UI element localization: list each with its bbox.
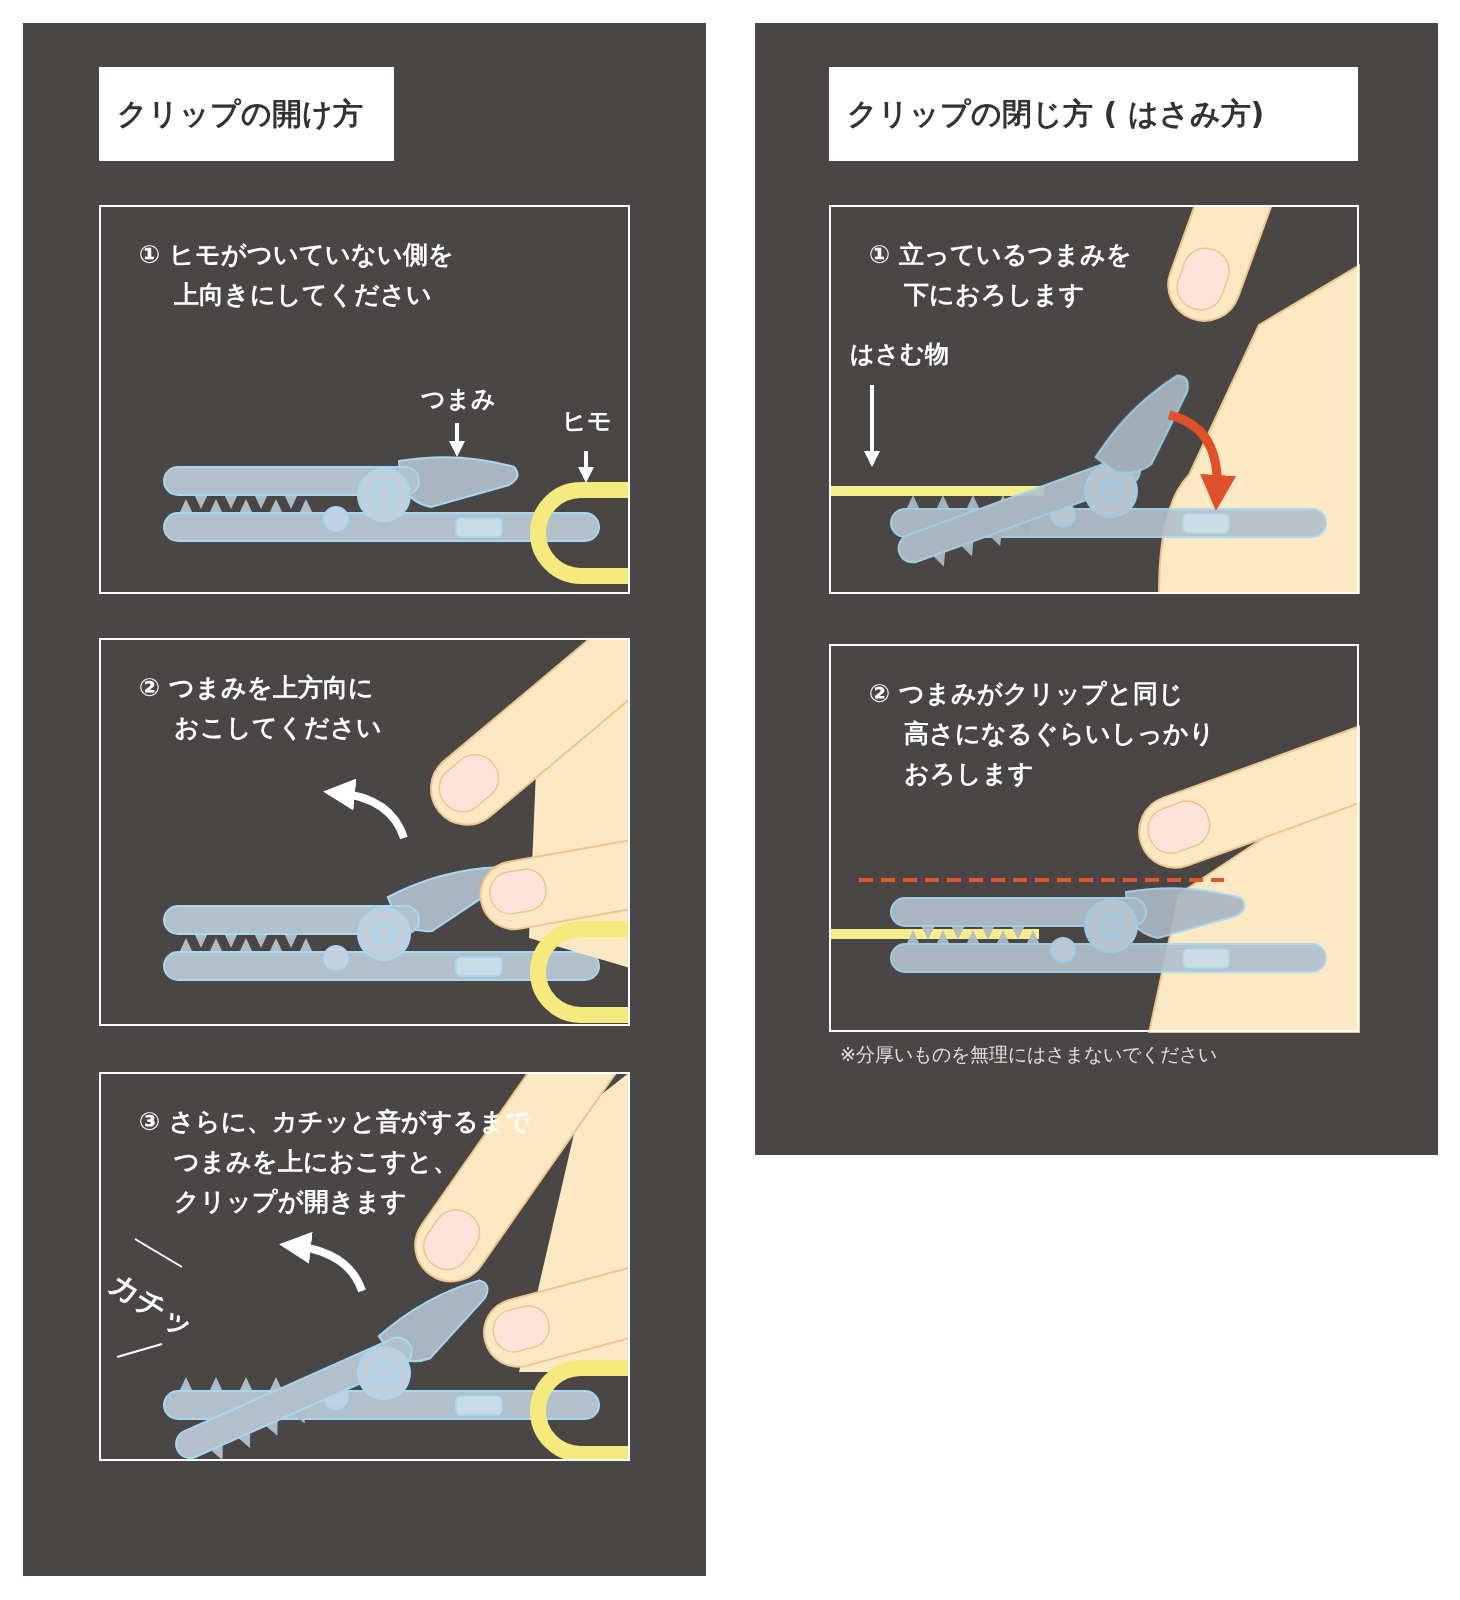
- sound-line: [117, 1344, 162, 1357]
- step-text: ① 立っているつまみを 下におろします: [904, 235, 1274, 315]
- step-box: ② つまみを上方向に おこしてください: [99, 638, 630, 1026]
- step-illustration: [117, 1072, 630, 1461]
- section-title: クリップの開け方: [99, 67, 394, 161]
- note: ※分厚いものを無理にはさまないでください: [840, 1042, 1217, 1068]
- clipped-item: [829, 486, 1044, 496]
- clipped-item: [829, 929, 1039, 939]
- step-text: ② つまみを上方向に おこしてください: [174, 668, 544, 748]
- step-text: ① ヒモがついていない側を 上向きにしてください: [174, 235, 544, 315]
- step-illustration: [164, 638, 630, 1015]
- step-illustration: [829, 205, 1360, 594]
- section-title: クリップの閉じ方 ( はさみ方): [829, 67, 1358, 161]
- step-illustration: [164, 423, 630, 576]
- title-text: クリップの閉じ方 ( はさみ方): [847, 94, 1264, 135]
- step-box: ② つまみがクリップと同じ 高さになるぐらいしっかり おろします: [829, 644, 1359, 1032]
- leader-arrow: [870, 385, 874, 459]
- motion-arrow: [1169, 415, 1217, 493]
- step-box: ③ さらに、カチッと音がするまで つまみを上におこすと、 クリップが開きます: [99, 1072, 630, 1461]
- step-box: ① 立っているつまみを 下におろします: [829, 205, 1359, 594]
- step-text: ③ さらに、カチッと音がするまで つまみを上におこすと、 クリップが開きます: [174, 1102, 544, 1222]
- sound-effect: カチッ: [101, 1263, 202, 1347]
- leader-arrow: [584, 451, 588, 475]
- title-text: クリップの開け方: [117, 94, 363, 135]
- part-label: つまみ: [421, 383, 496, 415]
- panel: [755, 23, 1438, 1155]
- step-text: ② つまみがクリップと同じ 高さになるぐらいしっかり おろします: [904, 674, 1274, 794]
- motion-arrow: [295, 1246, 362, 1291]
- level-line: [859, 878, 1224, 882]
- motion-arrow: [339, 793, 404, 838]
- step-box: ① ヒモがついていない側を 上向きにしてください: [99, 205, 630, 594]
- sound-line: [135, 1239, 182, 1267]
- leader-arrow: [455, 423, 459, 449]
- part-label: はさむ物: [850, 338, 949, 370]
- part-label: ヒモ: [562, 405, 612, 437]
